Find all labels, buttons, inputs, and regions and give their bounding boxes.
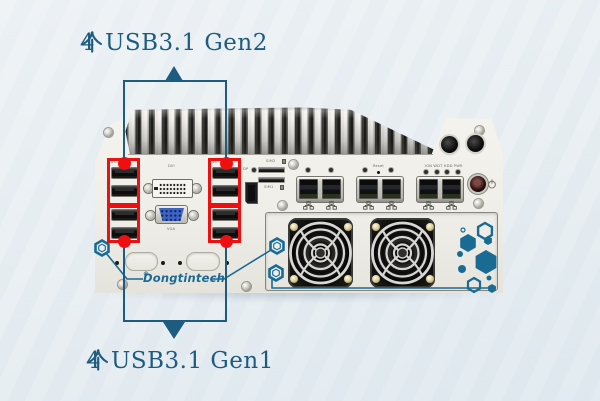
vga-label: VGA [167,227,176,232]
top-bracket-right-leg [225,80,227,160]
vga-connector [159,208,184,221]
lan-led [329,168,333,172]
power-icon [488,179,496,189]
usb-gen1-callout-label: 4个USB3.1 Gen1 [86,348,273,374]
cutout-oval [186,252,220,271]
lan-led [363,168,367,172]
screw [277,200,287,210]
bottom-bracket-left-leg [123,246,125,322]
reset-label: Reset [372,163,384,168]
usb-ss-badge: SS [111,160,116,165]
panel-dot [115,261,119,265]
dvi-pins [159,183,186,194]
network-icon [446,201,457,210]
gen1-endpoint-dot [117,234,131,248]
vga-screw-post [188,210,198,220]
antenna-hole [440,135,458,153]
cjk-char-ge: 个 [87,349,110,371]
network-icon [303,201,314,210]
bottom-bracket-right-leg [225,246,227,322]
network-icon [363,201,374,210]
fan-screw [290,275,298,283]
sim1-label: SIM1 [264,184,274,189]
dvi-screw-post [143,183,153,193]
ign-led [424,170,428,174]
ethernet-port [382,178,401,199]
sim2-label: SIM2 [266,158,276,163]
hdd-led [445,170,449,174]
dp-label: DP [243,167,249,172]
label-rest: USB3.1 Gen2 [105,30,268,56]
gen2-endpoint-dot [219,156,233,170]
bottom-bracket-horizontal [123,320,227,322]
screw [103,127,113,137]
fan-screw [372,223,380,231]
dvi-screw-post [191,183,201,193]
gen1-endpoint-dot [219,234,233,248]
screw [241,281,251,291]
lan-led [389,168,393,172]
cjk-glyph-drawing [82,31,103,53]
fan-screw [290,223,298,231]
antenna-hole [466,134,484,152]
panel-dot [161,261,165,265]
ethernet-port [442,178,461,199]
brand-text: Dongtintech [143,271,225,285]
fan-screw [426,223,434,231]
network-icon [326,201,337,210]
panel-dot [178,261,182,265]
lan-led [306,168,310,172]
cooling-fan [288,218,353,288]
registered-mark: ® [143,271,150,278]
cjk-char-ge: 个 [81,31,104,53]
fan-screw [344,223,352,231]
sim2-icon [282,159,286,164]
screw [474,125,484,135]
top-bracket-left-leg [123,80,125,160]
screw [473,198,483,208]
dvi-flat-pin [154,187,158,190]
power-button [470,176,486,192]
sim2-slot [258,167,285,173]
top-bracket-horizontal [123,80,227,82]
network-icon [423,201,434,210]
fan-screw [426,275,434,283]
status-led-labels: IGN WDT HDD PWR [425,163,463,168]
gen2-endpoint-dot [117,156,131,170]
fan-screw [344,275,352,283]
fan-screw [372,275,380,283]
pwr-led [456,170,460,174]
ethernet-port [419,178,438,199]
dvi-label: DVI [168,164,175,169]
ethernet-port [322,178,341,199]
sim1-slot [258,177,285,183]
cutout-oval [125,252,158,271]
wdt-led [435,170,439,174]
arrow-up [165,66,183,81]
ethernet-port [299,178,318,199]
displayport [245,182,258,204]
reset-pinhole [376,171,380,174]
label-rest: USB3.1 Gen1 [111,348,274,374]
cjk-glyph-drawing [88,349,109,371]
vga-screw-post [145,210,155,220]
screw [288,159,298,169]
arrow-down [163,322,185,339]
panel-seam [128,154,433,155]
ethernet-port [359,178,378,199]
screw [117,279,127,289]
usb-ss-badge: SS [212,160,217,165]
network-icon [386,201,397,210]
dp-led [252,168,256,172]
usb-port [110,209,138,221]
usb-gen2-callout-label: 4个USB3.1 Gen2 [80,30,267,56]
sim1-icon [280,185,284,190]
